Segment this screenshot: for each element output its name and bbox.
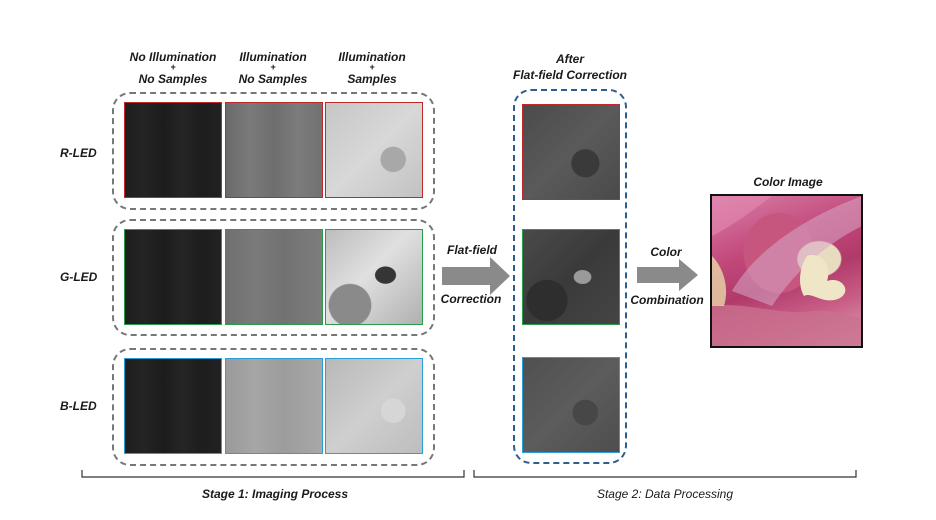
green-dark-image xyxy=(124,229,222,325)
red-corrected-image xyxy=(522,104,620,200)
after-header-line1: After xyxy=(555,52,584,66)
column-header-sample: Illumination + Samples xyxy=(322,49,422,87)
column-header-flat-line2: No Samples xyxy=(238,72,308,87)
stage1-label: Stage 1: Imaging Process xyxy=(201,487,349,501)
column-header-dark-line2: No Samples xyxy=(138,72,208,87)
after-header-line2: Flat-field Correction xyxy=(512,68,627,83)
green-flat-image xyxy=(225,229,323,325)
column-header-dark: No Illumination + No Samples xyxy=(123,49,223,87)
group-red-led xyxy=(112,92,435,210)
color-composite-image xyxy=(710,194,863,348)
stage1-bracket xyxy=(81,470,465,478)
row-label-blue: B-LED xyxy=(60,399,97,413)
column-header-dark-line1: No Illumination xyxy=(129,50,217,64)
stage2-bracket xyxy=(473,470,857,478)
flat-field-arrow-icon xyxy=(442,257,510,295)
column-header-flat: Illumination + No Samples xyxy=(223,49,323,87)
green-sample-image xyxy=(325,229,423,325)
arrow2-label-top: Color xyxy=(650,245,682,259)
column-header-sample-line1: Illumination xyxy=(338,50,406,64)
blue-corrected-image xyxy=(522,357,620,453)
group-after-correction xyxy=(513,89,627,464)
after-correction-header: After Flat-field Correction xyxy=(490,51,650,83)
column-header-sample-plus: + xyxy=(369,62,375,73)
red-flat-image xyxy=(225,102,323,198)
color-combination-arrow-icon xyxy=(637,259,698,291)
arrow1-label-top: Flat-field xyxy=(447,243,497,257)
red-dark-image xyxy=(124,102,222,198)
column-header-dark-plus: + xyxy=(170,62,176,73)
color-image-title: Color Image xyxy=(753,175,823,189)
green-corrected-image xyxy=(522,229,620,325)
arrow1-label-bottom: Correction xyxy=(440,292,502,306)
column-header-flat-line1: Illumination xyxy=(239,50,307,64)
column-header-sample-line2: Samples xyxy=(347,72,397,87)
column-header-flat-plus: + xyxy=(270,62,276,73)
group-green-led xyxy=(112,219,435,336)
blue-dark-image xyxy=(124,358,222,454)
blue-flat-image xyxy=(225,358,323,454)
row-label-green: G-LED xyxy=(60,270,98,284)
arrow2-label-bottom: Combination xyxy=(630,293,704,307)
stage2-label: Stage 2: Data Processing xyxy=(596,487,734,501)
tissue-overlay xyxy=(712,196,861,346)
row-label-red: R-LED xyxy=(60,146,97,160)
blue-sample-image xyxy=(325,358,423,454)
group-blue-led xyxy=(112,348,435,466)
red-sample-image xyxy=(325,102,423,198)
